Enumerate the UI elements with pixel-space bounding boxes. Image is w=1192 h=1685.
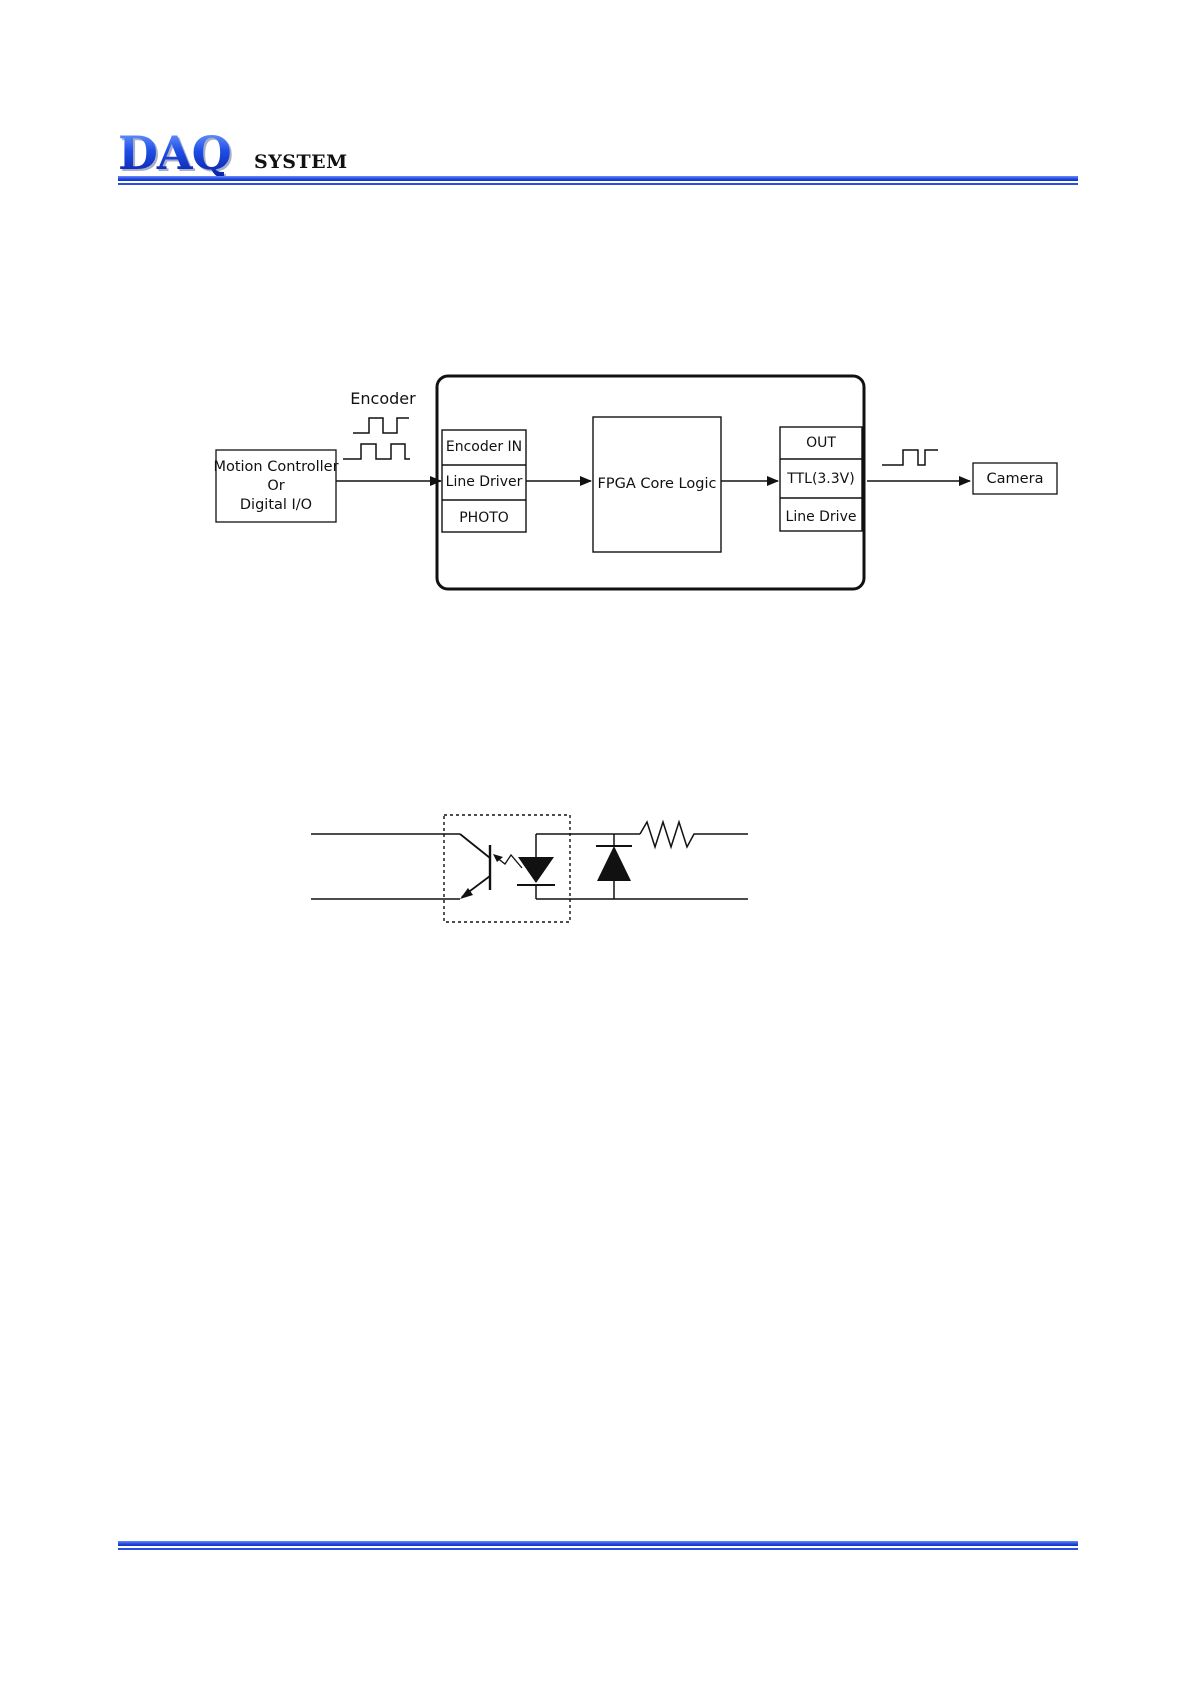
source-line-3: Digital I/O	[240, 497, 312, 513]
light-emission-arrows	[493, 854, 522, 868]
pulse-waveform-icon	[353, 418, 409, 433]
block-diagram: Motion Controller Or Digital I/O Encoder…	[213, 376, 1057, 589]
camera-label: Camera	[987, 471, 1044, 487]
transistor-symbol	[460, 834, 490, 899]
source-line-1: Motion Controller	[213, 459, 338, 475]
input-stack-item: Encoder IN	[446, 439, 522, 455]
source-line-2: Or	[267, 478, 284, 494]
fpga-core-label: FPGA Core Logic	[598, 476, 717, 492]
led-symbol	[517, 834, 555, 899]
pulse-waveform-icon	[882, 450, 938, 465]
resistor-symbol	[640, 822, 748, 847]
optocoupler-package	[444, 815, 570, 922]
optocoupler-circuit	[311, 815, 748, 922]
output-stack-item: OUT	[806, 435, 836, 451]
output-stack-item: Line Drive	[786, 509, 857, 525]
input-stack-item: PHOTO	[459, 510, 509, 526]
encoder-label: Encoder	[350, 389, 416, 408]
pulse-waveform-icon	[343, 444, 410, 459]
input-stack: Encoder IN Line Driver PHOTO	[442, 430, 526, 532]
input-stack-item: Line Driver	[446, 474, 523, 490]
output-stack-item: TTL(3.3V)	[786, 471, 854, 487]
output-stack: OUT TTL(3.3V) Line Drive	[780, 427, 862, 531]
diode-symbol	[596, 834, 632, 899]
footer-divider	[118, 1541, 1078, 1550]
